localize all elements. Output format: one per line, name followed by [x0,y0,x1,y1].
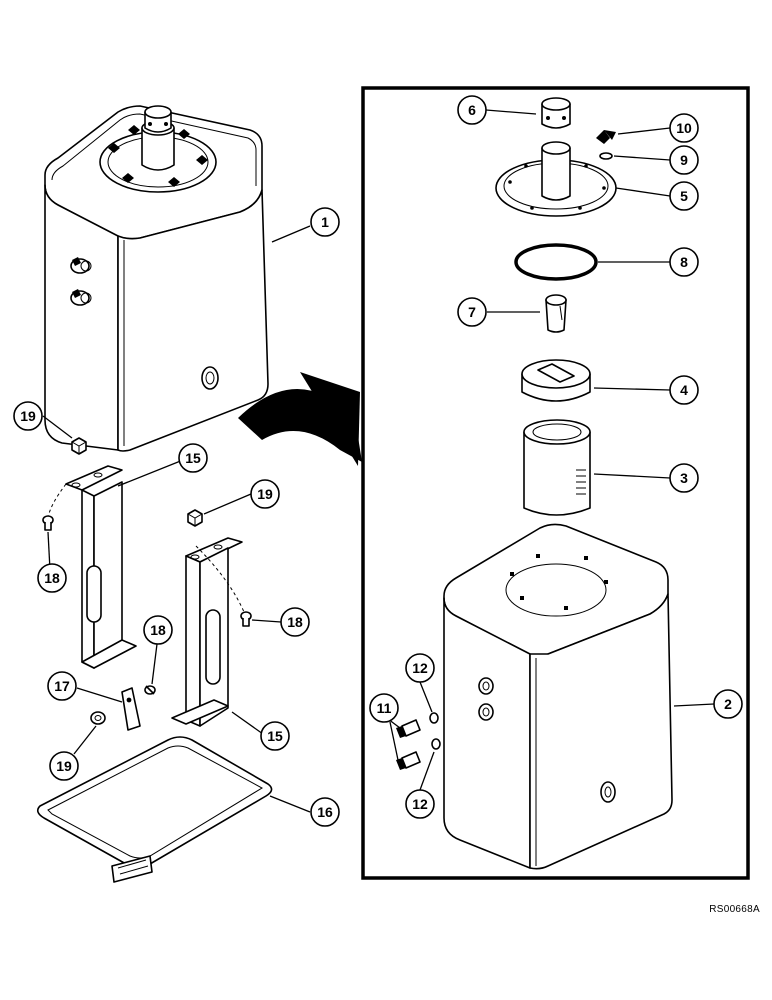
callout-1: 1 [310,207,340,237]
svg-text:5: 5 [680,188,688,204]
svg-text:18: 18 [150,622,166,638]
svg-text:12: 12 [412,660,428,676]
svg-text:15: 15 [185,450,201,466]
svg-text:12: 12 [412,796,428,812]
callout-19-upper-left: 19 [13,401,43,431]
svg-text:6: 6 [468,102,476,118]
reservoir-body-2 [443,523,673,870]
callout-17: 17 [47,671,77,701]
seals-12 [429,712,441,750]
side-fitting-upper [70,257,92,274]
filter-element-3 [523,419,591,516]
callout-3: 3 [669,463,699,493]
wing-nut-10 [596,130,616,144]
bolt-18-b [240,611,252,627]
svg-text:8: 8 [680,254,688,270]
filler-cap-6 [541,97,571,129]
bracket-15-right [171,537,245,727]
svg-text:19: 19 [56,758,72,774]
callout-9: 9 [669,145,699,175]
svg-text:18: 18 [287,614,303,630]
bolt-18-c [144,685,156,695]
svg-text:4: 4 [680,382,688,398]
callout-18-left: 18 [37,563,67,593]
detail-frame [361,86,750,880]
sleeve-7 [545,294,567,333]
svg-text:9: 9 [680,152,688,168]
svg-text:17: 17 [54,678,70,694]
svg-text:11: 11 [377,700,392,716]
o-ring-8 [514,243,598,281]
cover-plate-5 [495,141,617,217]
bracket-15-left [47,465,137,669]
svg-text:1: 1 [321,214,329,230]
svg-text:19: 19 [257,486,273,502]
svg-text:10: 10 [676,120,692,136]
nut-19-b [187,509,203,527]
callout-15-upper: 15 [178,443,208,473]
callout-16: 16 [310,797,340,827]
plate-17 [121,687,141,731]
callout-6: 6 [457,95,487,125]
arrow-head [300,372,360,466]
callout-18-middle: 18 [143,615,173,645]
callout-7: 7 [457,297,487,327]
leader-lines [42,109,715,813]
nut-19-c [90,711,106,725]
svg-text:15: 15 [267,728,283,744]
callout-15-lower: 15 [260,721,290,751]
filter-cap-4 [521,359,591,402]
reference-code: RS00668A [709,904,760,915]
nut-19-a [71,437,87,455]
callout-12-upper: 12 [405,653,435,683]
side-fitting-lower [70,289,92,306]
washer-9 [599,152,613,160]
svg-text:7: 7 [468,304,476,320]
reservoir-assembly [44,105,269,452]
callout-11: 11 [369,693,399,723]
callout-10: 10 [669,113,699,143]
callout-5: 5 [669,181,699,211]
callout-18-right: 18 [280,607,310,637]
bolt-18-a [42,515,54,531]
callout-12-lower: 12 [405,789,435,819]
svg-text:19: 19 [20,408,36,424]
svg-text:2: 2 [724,696,732,712]
callout-2: 2 [713,689,743,719]
callout-4: 4 [669,375,699,405]
strap-16 [36,736,273,883]
svg-text:3: 3 [680,470,688,486]
fittings-11 [396,719,421,770]
svg-text:18: 18 [44,570,60,586]
callout-19-upper-right: 19 [250,479,280,509]
svg-text:16: 16 [317,804,333,820]
callout-19-lower: 19 [49,751,79,781]
callout-8: 8 [669,247,699,277]
